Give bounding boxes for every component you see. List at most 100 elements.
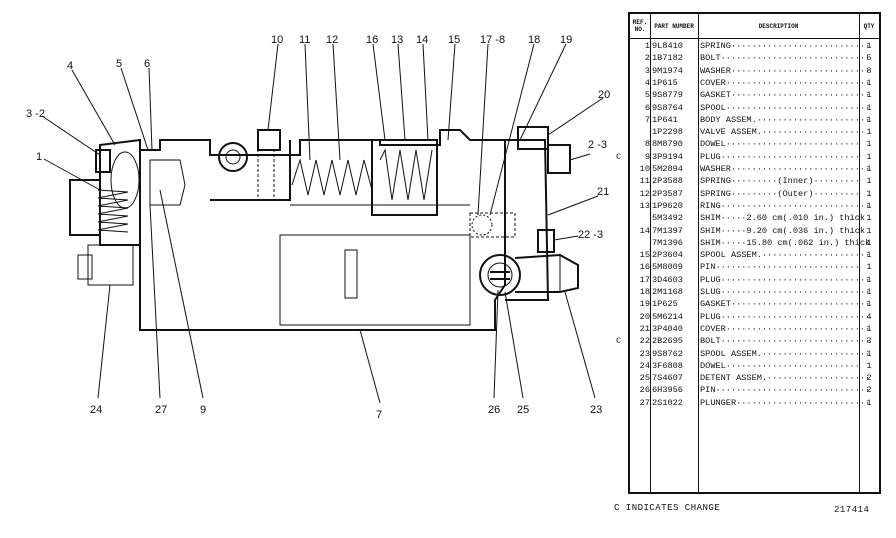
part-number: 7M1396 xyxy=(652,237,683,248)
ref-number: 20 xyxy=(639,311,650,322)
quantity: 1 xyxy=(866,114,872,125)
ref-number: 17 xyxy=(639,274,650,285)
quantity: 1 xyxy=(866,287,872,297)
ref-number: 9 xyxy=(644,151,650,162)
description: SHIM·····15.80 cm(.062 in.) thick xyxy=(700,237,871,248)
part-number: 3F6808 xyxy=(652,360,683,371)
change-note: C INDICATES CHANGE xyxy=(614,503,721,513)
quantity: 1 xyxy=(866,102,872,113)
change-marker: C xyxy=(616,336,622,347)
ref-number: 18 xyxy=(639,287,650,297)
callout-24: 24 xyxy=(90,404,102,416)
part-number: 7M1397 xyxy=(652,225,683,236)
quantity: 1 xyxy=(866,262,872,273)
ref-number: 24 xyxy=(639,360,650,371)
part-number: 2S1022 xyxy=(652,397,683,408)
callout-3-2: 3 -2 xyxy=(26,108,45,120)
ref-number: 16 xyxy=(639,262,650,273)
change-marker: C xyxy=(616,151,622,162)
ref-number: 1 xyxy=(644,41,650,51)
ref-number: 5 xyxy=(644,90,650,101)
quantity: 5 xyxy=(866,53,872,64)
quantity: 1 xyxy=(866,200,872,211)
quantity: 1 xyxy=(866,188,872,199)
description: BOLT····························· xyxy=(700,53,871,64)
callout-11: 11 xyxy=(299,34,310,46)
column-divider xyxy=(859,14,860,492)
description: PLUNGER·························· xyxy=(700,397,871,408)
callout-2-3: 2 -3 xyxy=(588,139,607,151)
ref-number: 3 xyxy=(644,65,650,76)
quantity: 4 xyxy=(866,311,872,322)
spring-1 xyxy=(97,189,129,233)
detent-spool xyxy=(479,253,579,296)
ref-number: 2 xyxy=(644,53,650,64)
left-cover xyxy=(69,138,186,286)
description: GASKET··························· xyxy=(700,299,871,310)
ref-number: 6 xyxy=(644,102,650,113)
part-number: 5M8009 xyxy=(652,262,683,273)
description: PIN···························· xyxy=(700,262,860,273)
quantity: 3 xyxy=(866,336,872,347)
part-number: 1P625 xyxy=(652,299,678,310)
callout-22-3: 22 -3 xyxy=(578,229,603,241)
ref-number: 8 xyxy=(644,139,650,150)
drawing-number: 217414 xyxy=(834,505,870,515)
spring-11-12 xyxy=(291,139,438,216)
part-number: 5M3492 xyxy=(652,213,683,224)
description: DETENT ASSEM.···················· xyxy=(700,373,871,384)
callout-14: 14 xyxy=(416,34,428,46)
description: WASHER··························· xyxy=(700,164,871,174)
part-number: 5M2894 xyxy=(652,164,683,174)
quantity: 1 xyxy=(866,176,872,187)
callout-27: 27 xyxy=(155,404,167,416)
part-number: 9M1974 xyxy=(652,65,683,76)
description: COVER···························· xyxy=(700,323,871,334)
callout-26: 26 xyxy=(488,404,500,416)
callout-6: 6 xyxy=(144,58,150,70)
quantity: 8 xyxy=(866,65,872,76)
description: SPRING·········(Inner)········· xyxy=(700,176,860,187)
part-number: 9L8410 xyxy=(652,41,683,51)
part-number: 7S4607 xyxy=(652,373,683,384)
description: GASKET··························· xyxy=(700,90,871,101)
column-divider xyxy=(698,14,699,492)
bolts xyxy=(95,126,571,253)
part-number: 8M8790 xyxy=(652,139,683,150)
callout-5: 5 xyxy=(116,58,122,70)
ref-number: 21 xyxy=(639,323,650,334)
ref-number: 27 xyxy=(639,397,650,408)
ref-number: 19 xyxy=(639,299,650,310)
callout-1: 1 xyxy=(36,151,42,163)
part-number: 2P3587 xyxy=(652,188,683,199)
description: DOWEL·························· xyxy=(700,360,860,371)
quantity: 1 xyxy=(866,41,872,51)
part-number: 3P9194 xyxy=(652,151,683,162)
header-qty: QTY xyxy=(859,14,879,39)
leader-lines xyxy=(41,43,604,404)
ref-number: 11 xyxy=(639,176,650,187)
part-number: 9S8762 xyxy=(652,348,683,359)
description: PLUG··························· xyxy=(700,151,860,162)
quantity: 1 xyxy=(866,274,872,285)
callout-25: 25 xyxy=(517,404,529,416)
callout-23: 23 xyxy=(590,404,602,416)
quantity: 1 xyxy=(866,151,872,162)
ref-number: 23 xyxy=(639,348,650,359)
header-ref-no: REF. NO. xyxy=(630,14,650,39)
